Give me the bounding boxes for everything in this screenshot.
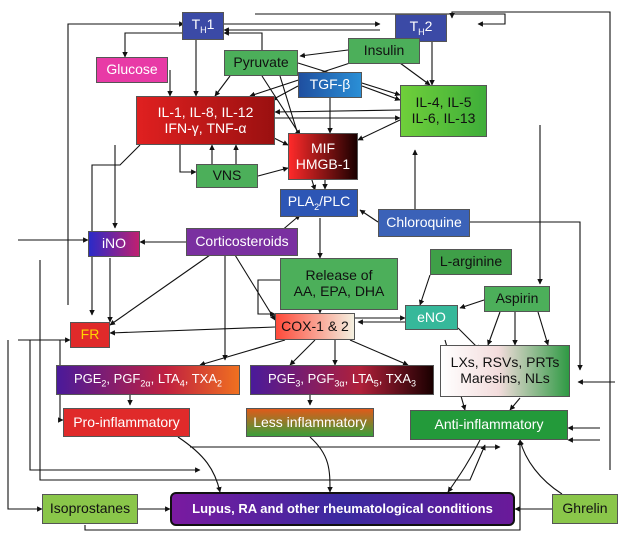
arrow-tgf-il-anti [361, 85, 401, 101]
arrow-aspirin-eno [459, 299, 485, 310]
arrow-insulin-il-anti [399, 62, 431, 86]
chloroquine-node: Chloroquine [378, 209, 470, 237]
arrow-ghrelin-anti [518, 439, 563, 495]
arrow-pyruvate-il [214, 75, 231, 97]
pge2-node: PGE2, PGF2α, LTA4, TXA2 [56, 365, 240, 395]
arrow-pyruvate-th1 [223, 30, 263, 50]
ghrelin-node: Ghrelin [552, 494, 618, 524]
arrow-il-anti-mif [357, 119, 401, 141]
arrow-lxs-anti [509, 397, 521, 411]
pge3-node: PGE3, PGF3α, LTA5, TXA3 [250, 365, 434, 395]
pro-inflammatory-node: Pro-inflammatory [63, 408, 190, 437]
pyruvate-node: Pyruvate [224, 50, 298, 76]
arrow-cortico-fr [109, 254, 211, 326]
fr-node: FR [70, 322, 110, 348]
eno-node: eNO [405, 305, 458, 330]
arrow-tgf-il-pro [271, 85, 299, 101]
arrow-proinf-lupus [177, 436, 222, 493]
tgf-beta-node: TGF-β [298, 72, 362, 98]
isoprostanes-node: Isoprostanes [42, 494, 138, 524]
arrow-fr-left [29, 339, 201, 473]
pla2-plc-node: PLA2/PLC [280, 189, 358, 217]
arrow-il-pro-fr [89, 144, 141, 316]
arrow-lupus-frame-left [39, 260, 486, 481]
arrow-cox-pge3 [289, 339, 316, 366]
arrow-chloroquine-right [470, 221, 583, 371]
arrow-left-frame-th1 [67, 21, 185, 305]
anti-inflammatory-node: Anti-inflammatory [410, 410, 568, 440]
arrow-aspirin-lxs-3 [537, 311, 550, 346]
arrow-il-pro-vns [179, 145, 197, 175]
arrow-cox-pge2 [199, 339, 286, 367]
less-inflammatory-node: Less inflammatory [246, 408, 374, 437]
l-arginine-node: L-arginine [430, 249, 512, 275]
arrow-vns-mif [257, 166, 289, 177]
lupus-node: Lupus, RA and other rheumatological cond… [170, 492, 515, 526]
th2-node: TH2 [395, 14, 447, 42]
cox-node: COX-1 & 2 [275, 313, 355, 340]
corticosteroids-node: Corticosteroids [186, 228, 298, 256]
arrow-il-anti-il-pro [274, 109, 401, 115]
arrow-chloroquine-pla [359, 209, 379, 223]
th1-node: TH1 [182, 12, 224, 40]
arrow-cox-txa3 [349, 339, 409, 366]
arrow-larginine-eno [418, 274, 431, 306]
arrow-left-isoprostanes [7, 340, 43, 512]
arrow-cortico-cox [234, 254, 276, 321]
arrow-th1-glucose [122, 32, 184, 58]
vns-node: VNS [196, 164, 258, 188]
arrow-anti-lupus [447, 439, 481, 493]
aspirin-node: Aspirin [484, 286, 550, 312]
arrow-right-frame-th2 [449, 11, 611, 470]
arrow-cox-fr [109, 326, 276, 336]
ino-node: iNO [88, 231, 140, 257]
arrow-bottom-frame [84, 439, 523, 531]
arrow-aspirin-lxs-1 [487, 311, 501, 346]
arrow-insulin-pyruvate [299, 49, 349, 59]
arrow-pyruvate-mif [261, 75, 301, 136]
arrow-release-loop [257, 279, 280, 317]
arrow-top-frame [255, 13, 506, 27]
insulin-node: Insulin [348, 38, 420, 64]
glucose-node: Glucose [96, 57, 168, 83]
arrow-lessinf-lupus [309, 436, 333, 493]
